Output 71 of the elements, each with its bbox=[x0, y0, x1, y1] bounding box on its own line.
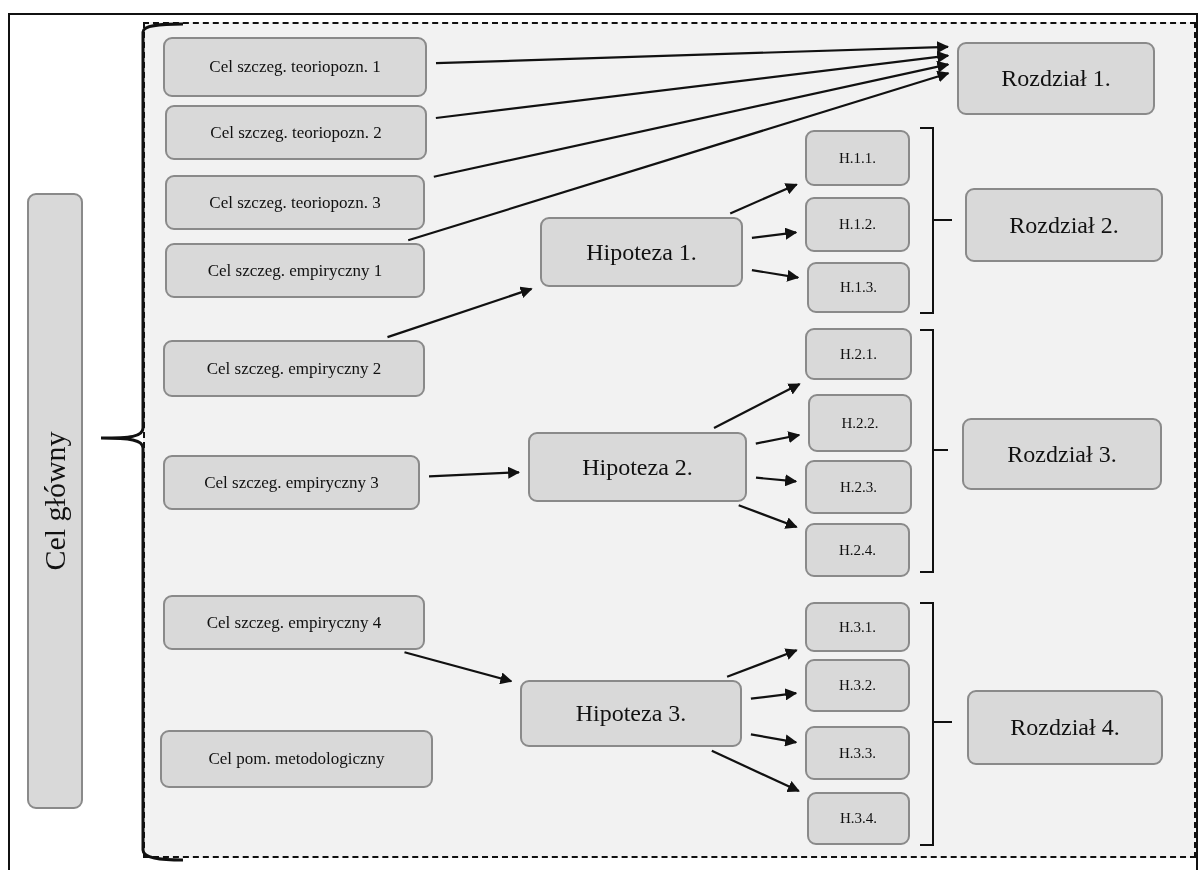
node-box bbox=[165, 243, 425, 298]
node-label: H.2.2. bbox=[841, 414, 879, 432]
node-label: H.2.4. bbox=[838, 541, 877, 559]
node-box bbox=[808, 394, 912, 452]
arrow bbox=[750, 688, 798, 701]
node-box bbox=[962, 418, 1162, 490]
goal-box bbox=[27, 193, 83, 809]
arrow bbox=[751, 269, 800, 282]
node-box bbox=[163, 340, 425, 397]
node-label: Rozdział 1. bbox=[1001, 65, 1111, 92]
node-box bbox=[807, 792, 910, 845]
arrow bbox=[729, 183, 798, 215]
node-box bbox=[805, 726, 910, 780]
node-box bbox=[805, 197, 910, 252]
node-box bbox=[805, 130, 910, 186]
arrow bbox=[755, 431, 801, 445]
node-label: H.3.3. bbox=[838, 744, 877, 762]
node-box bbox=[805, 602, 910, 652]
arrow bbox=[711, 749, 800, 792]
node-label: Rozdział 3. bbox=[1007, 440, 1117, 468]
arrow bbox=[750, 733, 798, 747]
node-box bbox=[528, 432, 747, 502]
node-label: Hipoteza 1. bbox=[586, 238, 697, 266]
node-label: Cel szczeg. teoriopozn. 2 bbox=[210, 122, 382, 143]
node-label: Cel główny bbox=[38, 431, 72, 571]
node-box bbox=[160, 730, 433, 788]
node-box bbox=[805, 328, 912, 380]
node-box bbox=[805, 460, 912, 514]
node-label: H.3.2. bbox=[838, 677, 877, 694]
node-label: Cel szczeg. empiryczny 2 bbox=[206, 358, 382, 379]
node-label: Cel szczeg. empiryczny 4 bbox=[206, 612, 382, 633]
node-label: Rozdział 2. bbox=[1009, 211, 1119, 239]
node-box bbox=[965, 188, 1163, 262]
node-label: Hipoteza 3. bbox=[575, 700, 687, 727]
arrow bbox=[387, 286, 533, 339]
arrow bbox=[751, 227, 798, 240]
node-label: Cel szczeg. teoriopozn. 3 bbox=[209, 192, 381, 213]
node-label: Cel pom. metodologiczny bbox=[208, 749, 385, 769]
node-box bbox=[165, 105, 427, 160]
node-box bbox=[540, 217, 743, 287]
node-box bbox=[805, 659, 910, 712]
node-box bbox=[165, 175, 425, 230]
node-label: H.2.3. bbox=[839, 478, 878, 496]
node-box bbox=[967, 690, 1163, 765]
arrow bbox=[428, 466, 521, 479]
node-label: Cel szczeg. teoriopozn. 1 bbox=[209, 57, 381, 77]
node-label: Hipoteza 2. bbox=[582, 453, 693, 481]
arrow bbox=[726, 648, 798, 678]
node-label: H.3.4. bbox=[839, 810, 878, 827]
node-box bbox=[520, 680, 742, 747]
node-label: Cel szczeg. empiryczny 3 bbox=[204, 472, 379, 493]
node-box bbox=[807, 262, 910, 313]
node-box bbox=[805, 523, 910, 577]
node-label: H.2.1. bbox=[839, 345, 878, 363]
arrow bbox=[713, 383, 801, 429]
node-label: H.1.1. bbox=[838, 149, 877, 167]
node-label: H.1.2. bbox=[838, 216, 877, 233]
node-label: H.1.3. bbox=[839, 279, 878, 296]
node-box bbox=[163, 455, 420, 510]
node-label: H.3.1. bbox=[838, 618, 877, 636]
arrow bbox=[433, 60, 950, 178]
node-box bbox=[957, 42, 1155, 115]
arrow bbox=[738, 504, 798, 529]
arrow bbox=[755, 474, 798, 487]
node-label: Cel szczeg. empiryczny 1 bbox=[207, 260, 383, 281]
node-box bbox=[163, 595, 425, 650]
arrow bbox=[435, 50, 950, 120]
node-label: Rozdział 4. bbox=[1010, 714, 1120, 741]
arrow bbox=[435, 41, 950, 65]
node-box bbox=[163, 37, 427, 97]
arrow bbox=[404, 651, 513, 685]
